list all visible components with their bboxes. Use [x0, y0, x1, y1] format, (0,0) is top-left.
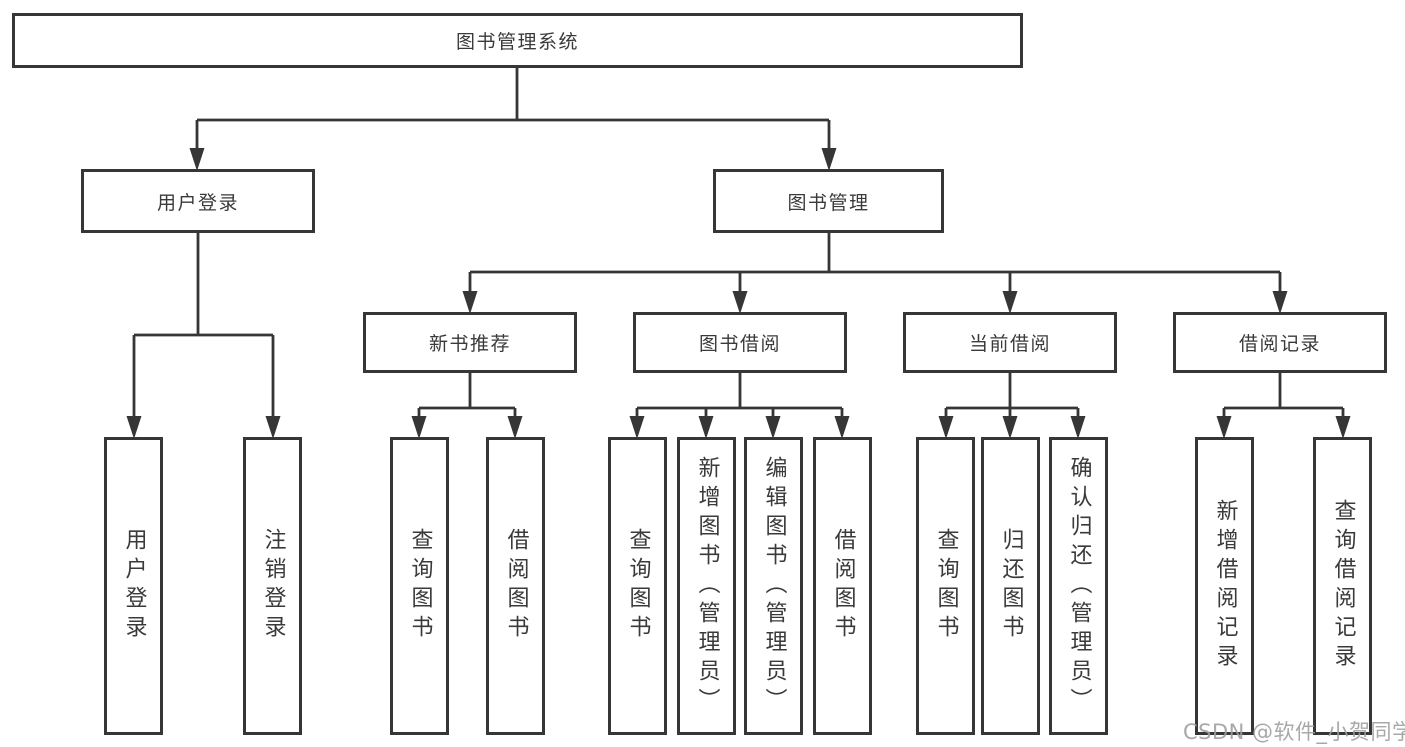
node-book-management: 图书管理	[713, 169, 944, 233]
node-label: 用户登录	[156, 191, 239, 214]
leaf-edit-book-admin: 编辑图书（管理员）	[744, 437, 803, 735]
node-label: 当前借阅	[968, 333, 1051, 355]
node-label: 图书借阅	[698, 333, 781, 355]
arrow-head	[126, 416, 142, 439]
leaf-query-book-borrow: 查询图书	[608, 437, 667, 735]
node-root-library-system: 图书管理系统	[12, 13, 1023, 68]
connector-borrow-records-to-leaves	[1222, 373, 1345, 424]
leaf-add-book-admin: 新增图书（管理员）	[677, 437, 736, 735]
node-book-borrow: 图书借阅	[633, 312, 847, 373]
node-label: 借阅图书	[503, 528, 529, 644]
leaf-add-borrow-record: 新增借阅记录	[1195, 437, 1254, 735]
node-label: 查询图书	[933, 528, 959, 644]
node-label: 新增图书（管理员）	[694, 455, 720, 717]
leaf-confirm-return-admin: 确认归还（管理员）	[1049, 437, 1108, 735]
arrow-head	[462, 291, 478, 314]
arrow-head	[732, 291, 748, 314]
arrow-head	[821, 148, 837, 171]
arrow-head	[1335, 416, 1351, 439]
node-label: 查询借阅记录	[1330, 499, 1356, 673]
node-borrow-records: 借阅记录	[1173, 312, 1387, 373]
node-label: 编辑图书（管理员）	[761, 455, 787, 717]
node-label: 查询图书	[625, 528, 651, 644]
node-label: 借阅记录	[1238, 333, 1321, 355]
connector-user-login-to-leaves	[132, 233, 275, 424]
node-label: 用户登录	[121, 528, 147, 644]
connector-book-management-to-level3	[468, 233, 1282, 299]
leaf-borrow-book: 借阅图书	[813, 437, 872, 735]
node-current-borrow: 当前借阅	[903, 312, 1117, 373]
arrow-head	[1216, 416, 1232, 439]
arrow-head	[698, 416, 714, 439]
arrowheads	[126, 148, 1351, 439]
node-label: 查询图书	[407, 528, 433, 644]
leaf-query-book-recommend: 查询图书	[390, 437, 449, 735]
node-label: 注销登录	[260, 528, 286, 644]
arrow-head	[1002, 416, 1018, 439]
arrow-head	[938, 416, 954, 439]
leaf-logout: 注销登录	[243, 437, 302, 735]
arrow-head	[189, 148, 205, 171]
leaf-user-login: 用户登录	[104, 437, 163, 735]
node-label: 借阅图书	[830, 528, 856, 644]
arrow-head	[507, 416, 523, 439]
node-label: 确认归还（管理员）	[1066, 455, 1092, 717]
node-new-book-recommend: 新书推荐	[363, 312, 577, 373]
node-label: 图书管理	[787, 191, 870, 214]
arrow-head	[265, 416, 281, 439]
arrow-head	[1272, 291, 1288, 314]
node-label: 新书推荐	[428, 333, 511, 355]
node-label: 新增借阅记录	[1212, 499, 1238, 673]
connector-root-to-level2	[195, 68, 831, 156]
leaf-query-borrow-record: 查询借阅记录	[1313, 437, 1372, 735]
arrow-head	[1070, 416, 1086, 439]
leaf-borrow-book-recommend: 借阅图书	[486, 437, 545, 735]
node-user-login: 用户登录	[81, 169, 315, 233]
connector-book-borrow-to-leaves	[635, 373, 844, 424]
leaf-query-book-current: 查询图书	[916, 437, 975, 735]
arrow-head	[629, 416, 645, 439]
arrow-head	[1002, 291, 1018, 314]
arrow-head	[834, 416, 850, 439]
node-label: 图书管理系统	[455, 31, 579, 53]
node-label: 归还图书	[998, 528, 1024, 644]
csdn-watermark: CSDN @软件_小贺同学	[1183, 720, 1405, 744]
arrow-head	[411, 416, 427, 439]
connector-new-book-recommend-to-leaves	[417, 373, 517, 424]
leaf-return-book: 归还图书	[981, 437, 1040, 735]
arrow-head	[765, 416, 781, 439]
